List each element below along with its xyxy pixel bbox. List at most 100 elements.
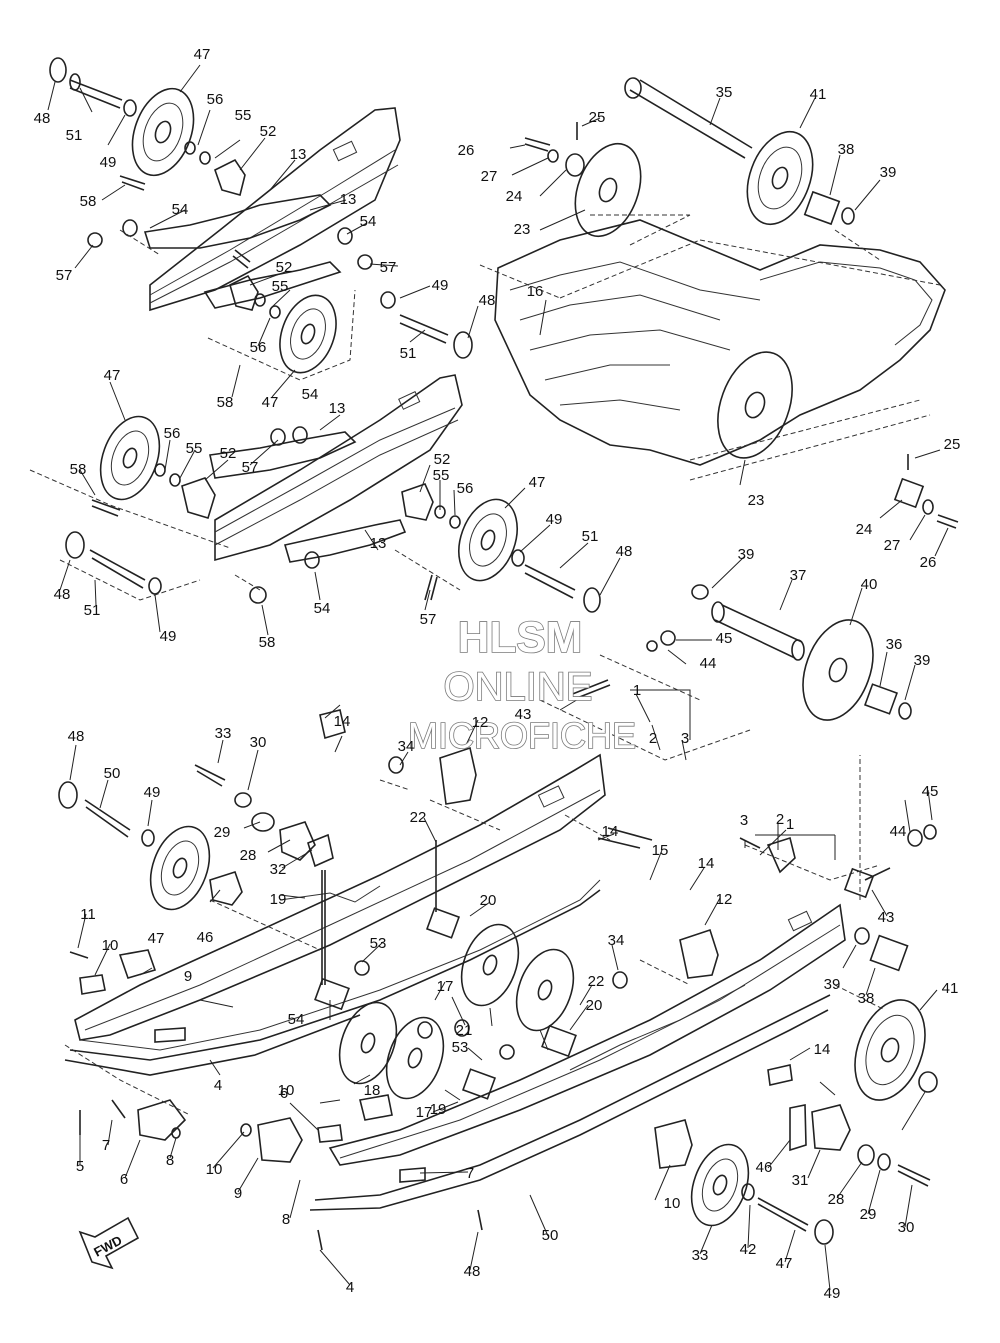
small-hardware-middle bbox=[91, 426, 461, 604]
callout-31: 31 bbox=[792, 1172, 809, 1189]
callout-54: 54 bbox=[288, 1011, 305, 1028]
callout-2: 2 bbox=[649, 730, 657, 747]
callout-47: 47 bbox=[529, 474, 546, 491]
callout-22: 22 bbox=[410, 809, 427, 826]
callout-51: 51 bbox=[84, 602, 101, 619]
callout-54: 54 bbox=[302, 386, 319, 403]
wheel-23-right bbox=[717, 351, 793, 459]
callout-14: 14 bbox=[814, 1041, 831, 1058]
wheel-47-top bbox=[131, 87, 195, 177]
callout-27: 27 bbox=[481, 168, 498, 185]
callout-56: 56 bbox=[164, 425, 181, 442]
wheel-40 bbox=[802, 619, 912, 721]
lower-rail-left bbox=[64, 753, 606, 1076]
callout-24: 24 bbox=[506, 188, 523, 205]
callout-55: 55 bbox=[235, 107, 252, 124]
callout-56: 56 bbox=[250, 339, 267, 356]
shaft-37 bbox=[691, 584, 805, 661]
callout-47: 47 bbox=[262, 394, 279, 411]
callout-48: 48 bbox=[479, 292, 496, 309]
callout-7: 7 bbox=[466, 1165, 474, 1182]
callout-10: 10 bbox=[206, 1161, 223, 1178]
wheels-18 bbox=[338, 1001, 445, 1100]
callout-11: 11 bbox=[80, 906, 96, 923]
callout-52: 52 bbox=[260, 123, 277, 140]
callout-2: 2 bbox=[776, 811, 784, 828]
callout-29: 29 bbox=[214, 824, 231, 841]
callout-49: 49 bbox=[546, 511, 563, 528]
callout-43: 43 bbox=[878, 909, 895, 926]
bolt-51-top bbox=[49, 57, 123, 109]
callout-52: 52 bbox=[434, 451, 451, 468]
callout-40: 40 bbox=[861, 576, 878, 593]
callout-17: 17 bbox=[437, 978, 454, 995]
callout-6: 6 bbox=[120, 1171, 128, 1188]
watermark-line-3: MICROFICHE bbox=[408, 715, 636, 756]
callout-17: 17 bbox=[416, 1104, 433, 1121]
callout-26: 26 bbox=[458, 142, 475, 159]
callout-58: 58 bbox=[70, 461, 87, 478]
callout-5: 5 bbox=[76, 1158, 84, 1175]
callout-13: 13 bbox=[290, 146, 307, 163]
callout-23: 23 bbox=[514, 221, 531, 238]
callout-52: 52 bbox=[220, 445, 237, 462]
callout-22: 22 bbox=[588, 973, 605, 990]
callout-44: 44 bbox=[700, 655, 717, 672]
callout-4: 4 bbox=[214, 1077, 222, 1094]
callout-38: 38 bbox=[838, 141, 855, 158]
callout-39: 39 bbox=[738, 546, 755, 563]
watermark-line-1: HLSM bbox=[458, 613, 583, 662]
upper-rail-assembly bbox=[143, 107, 401, 312]
callout-19: 19 bbox=[270, 891, 287, 908]
wheel-47-mid bbox=[279, 294, 337, 374]
callout-3: 3 bbox=[740, 812, 748, 829]
callout-1: 1 bbox=[786, 816, 794, 833]
callout-14: 14 bbox=[334, 713, 351, 730]
lower-rail-right bbox=[309, 903, 846, 1211]
callout-49: 49 bbox=[100, 154, 117, 171]
callout-15: 15 bbox=[652, 842, 669, 859]
callout-57: 57 bbox=[242, 459, 259, 476]
callout-54: 54 bbox=[360, 213, 377, 230]
callout-47: 47 bbox=[104, 367, 121, 384]
callout-13: 13 bbox=[340, 191, 357, 208]
callout-39: 39 bbox=[824, 976, 841, 993]
callout-19: 19 bbox=[430, 1101, 447, 1118]
callout-49: 49 bbox=[432, 277, 449, 294]
callout-39: 39 bbox=[880, 164, 897, 181]
callout-24: 24 bbox=[856, 521, 873, 538]
callout-53: 53 bbox=[370, 935, 387, 952]
callout-28: 28 bbox=[240, 847, 257, 864]
callout-44: 44 bbox=[890, 823, 907, 840]
callout-16: 16 bbox=[527, 283, 544, 300]
lower-rail-right-parts bbox=[240, 824, 937, 1251]
callout-58: 58 bbox=[259, 634, 276, 651]
callout-1: 1 bbox=[633, 682, 641, 699]
bolt-51-lower bbox=[65, 531, 601, 613]
callout-9: 9 bbox=[234, 1185, 242, 1202]
callout-55: 55 bbox=[272, 278, 289, 295]
small-hardware-upper bbox=[87, 99, 373, 319]
callout-45: 45 bbox=[922, 783, 939, 800]
callout-58: 58 bbox=[80, 193, 97, 210]
callout-20: 20 bbox=[480, 892, 497, 909]
wheel-41-top bbox=[746, 130, 814, 226]
callout-30: 30 bbox=[250, 734, 267, 751]
callout-55: 55 bbox=[186, 440, 203, 457]
callout-25: 25 bbox=[944, 436, 961, 453]
callout-49: 49 bbox=[144, 784, 161, 801]
wheel-47-left bbox=[99, 415, 161, 501]
callout-32: 32 bbox=[270, 861, 287, 878]
callout-23: 23 bbox=[748, 492, 765, 509]
callout-57: 57 bbox=[56, 267, 73, 284]
callout-48: 48 bbox=[464, 1263, 481, 1280]
callout-54: 54 bbox=[314, 600, 331, 617]
callout-3: 3 bbox=[681, 730, 689, 747]
shaft-35 bbox=[624, 77, 753, 159]
callout-8: 8 bbox=[282, 1211, 290, 1228]
callout-49: 49 bbox=[160, 628, 177, 645]
callout-55: 55 bbox=[433, 467, 450, 484]
callout-14: 14 bbox=[698, 855, 715, 872]
watermark-line-2: ONLINE bbox=[444, 665, 593, 709]
